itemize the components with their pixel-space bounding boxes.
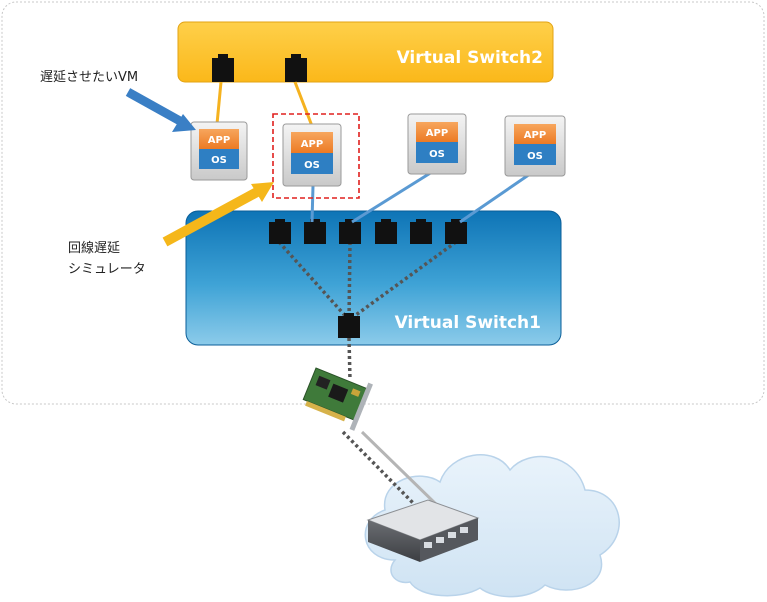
svg-text:APP: APP [301,139,323,150]
virtual-switch2: Virtual Switch2 [177,21,554,83]
link-switch2-vm2 [293,81,314,127]
arrow-icon [125,88,196,132]
vm-3: APP OS [407,113,467,175]
delay-vm-label: 遅延させたいVM [40,70,138,85]
vm-switch1-links [310,170,531,224]
svg-text:OS: OS [429,149,445,160]
arrow-icon [162,182,274,247]
nic-card-icon [302,367,373,431]
svg-text:APP: APP [524,130,546,141]
switch2-title: Virtual Switch2 [397,48,543,68]
svg-text:OS: OS [211,155,227,166]
port-icon [339,219,361,244]
virtual-switch1: Virtual Switch1 [185,210,562,346]
svg-text:OS: OS [304,160,320,171]
cloud-icon [364,454,620,598]
svg-text:APP: APP [426,128,448,139]
simulator-label-line1: 回線遅延 [68,240,120,256]
port-icon [269,219,291,244]
uplink-to-nic [347,337,352,381]
vm-simulator: APP OS [282,123,342,187]
switch1-title: Virtual Switch1 [395,313,541,333]
link-switch2-vm1 [215,81,223,125]
svg-text:OS: OS [527,151,543,162]
port-icon [375,219,397,244]
svg-text:APP: APP [208,135,230,146]
switch1-internal-links [277,240,458,322]
port-icon [304,219,326,244]
uplink-port-icon [338,313,360,338]
switch1-ports [269,219,467,338]
port-icon [285,54,307,82]
port-icon [445,219,467,244]
vm-target: APP OS [190,121,248,181]
nic-router-link-gray [360,430,444,512]
port-icon [410,219,432,244]
router-icon [366,499,480,562]
vm-4: APP OS [504,115,566,177]
simulator-label-line2: シミュレータ [68,262,146,277]
simulator-highlight [272,113,360,199]
port-icon [212,54,234,82]
nic-router-link-dotted [341,430,420,510]
